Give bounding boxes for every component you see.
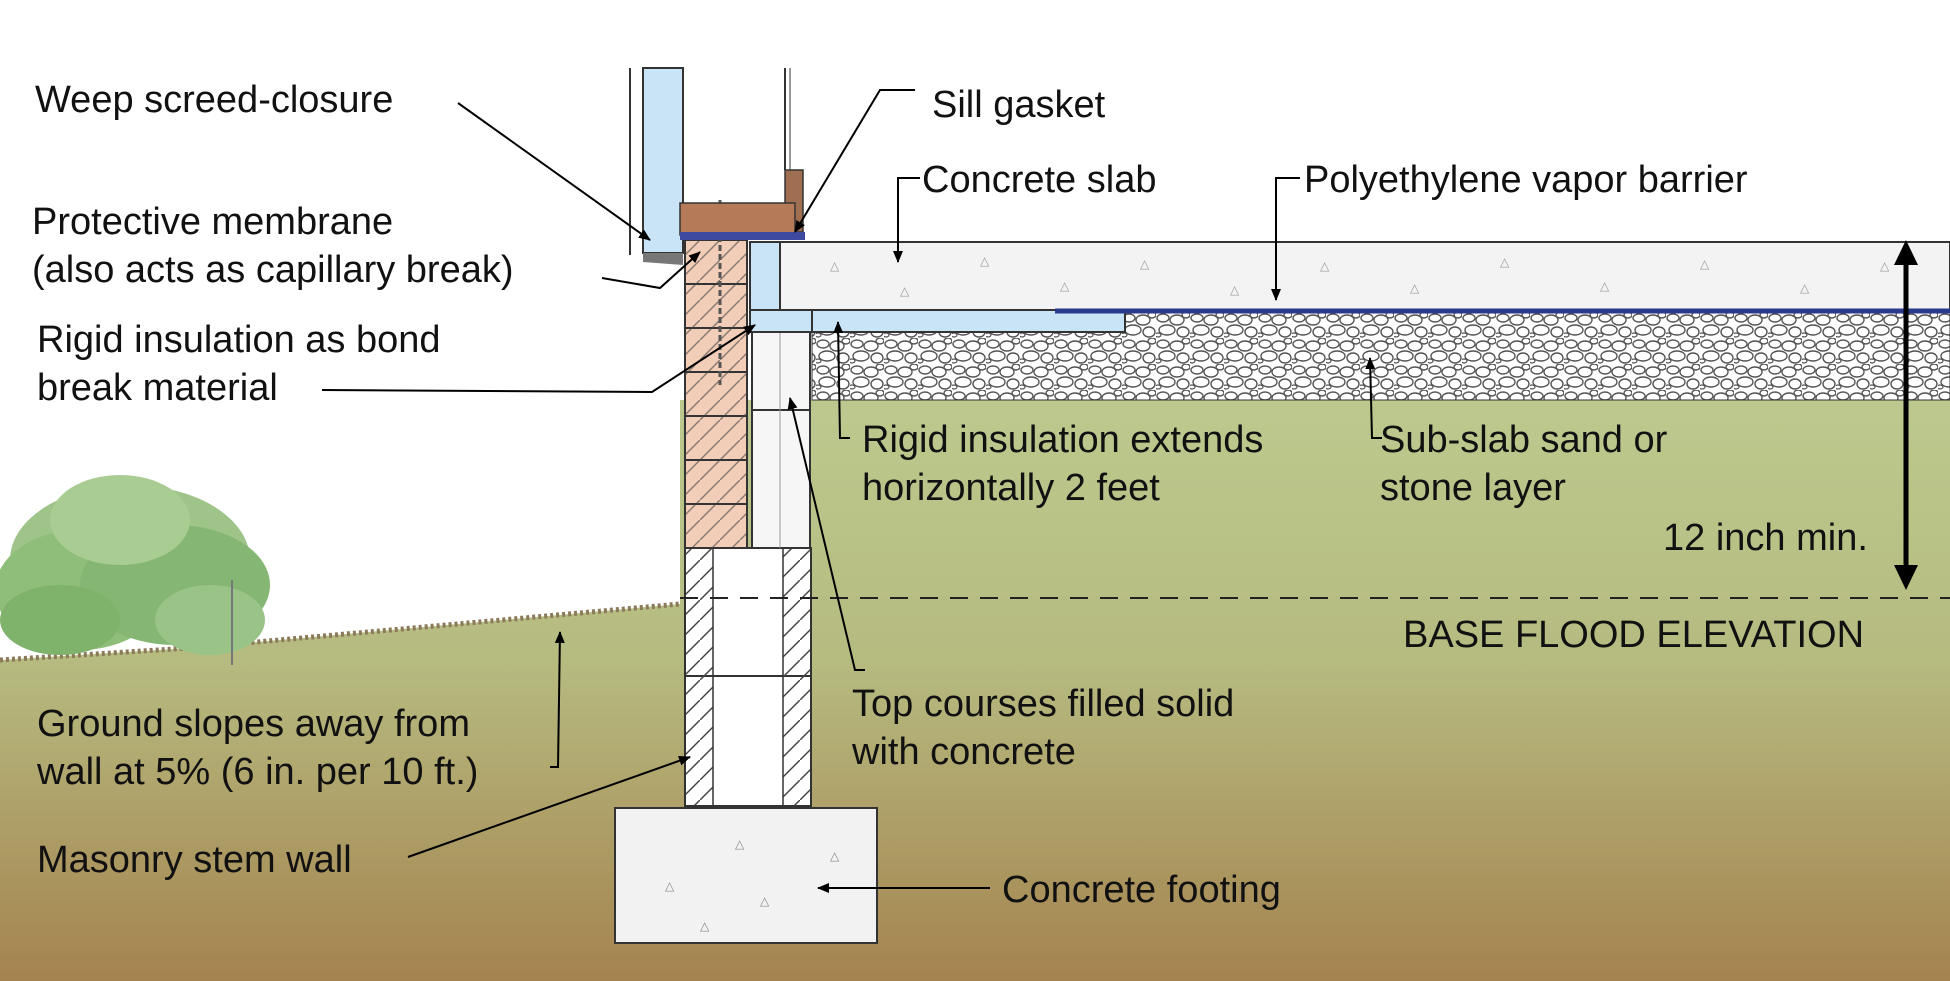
svg-text:△: △ [1880,259,1890,273]
svg-text:△: △ [1410,281,1420,295]
svg-text:△: △ [665,879,675,893]
svg-text:△: △ [1320,259,1330,273]
label-rigid-bond-2: break material [37,367,278,409]
label-rigid-extends-2: horizontally 2 feet [862,467,1160,509]
label-protective-membrane-1: Protective membrane [32,201,393,243]
label-subslab-2: stone layer [1380,467,1566,509]
soil-ground [0,398,1950,981]
label-top-courses-2: with concrete [851,731,1076,773]
label-base-flood: BASE FLOOD ELEVATION [1403,614,1864,656]
svg-text:△: △ [900,284,910,298]
label-twelve-inch: 12 inch min. [1663,517,1868,559]
svg-text:△: △ [735,837,745,851]
label-top-courses-1: Top courses filled solid [852,683,1234,725]
label-weep-screed: Weep screed-closure [35,79,393,121]
label-ground-slopes-1: Ground slopes away from [37,703,470,745]
svg-text:△: △ [980,254,990,268]
label-rigid-bond-1: Rigid insulation as bond [37,319,441,361]
bush-icon [0,475,270,665]
wall-framing [629,67,805,265]
label-rigid-extends-1: Rigid insulation extends [862,419,1263,461]
label-subslab-1: Sub-slab sand or [1380,419,1668,461]
svg-text:△: △ [760,894,770,908]
concrete-slab [777,241,1950,311]
svg-text:△: △ [830,259,840,273]
label-protective-membrane-2: (also acts as capillary break) [32,249,514,291]
label-sill-gasket: Sill gasket [932,84,1106,126]
svg-text:△: △ [1230,283,1240,297]
svg-text:△: △ [1700,257,1710,271]
svg-text:△: △ [830,849,840,863]
svg-text:△: △ [1800,281,1810,295]
label-concrete-slab: Concrete slab [922,159,1156,201]
svg-text:△: △ [1500,255,1510,269]
masonry-stem-wall [684,239,812,807]
dimension-arrow [1894,240,1918,590]
svg-text:△: △ [1600,279,1610,293]
svg-text:△: △ [700,919,710,933]
label-concrete-footing: Concrete footing [1002,869,1281,911]
label-vapor-barrier: Polyethylene vapor barrier [1304,159,1748,201]
concrete-footing [614,807,878,944]
label-masonry-wall: Masonry stem wall [37,839,352,881]
svg-text:△: △ [1140,257,1150,271]
label-ground-slopes-2: wall at 5% (6 in. per 10 ft.) [36,751,478,793]
leader-lines [321,89,1382,893]
ground-surface [0,601,681,663]
svg-text:△: △ [1060,279,1070,293]
